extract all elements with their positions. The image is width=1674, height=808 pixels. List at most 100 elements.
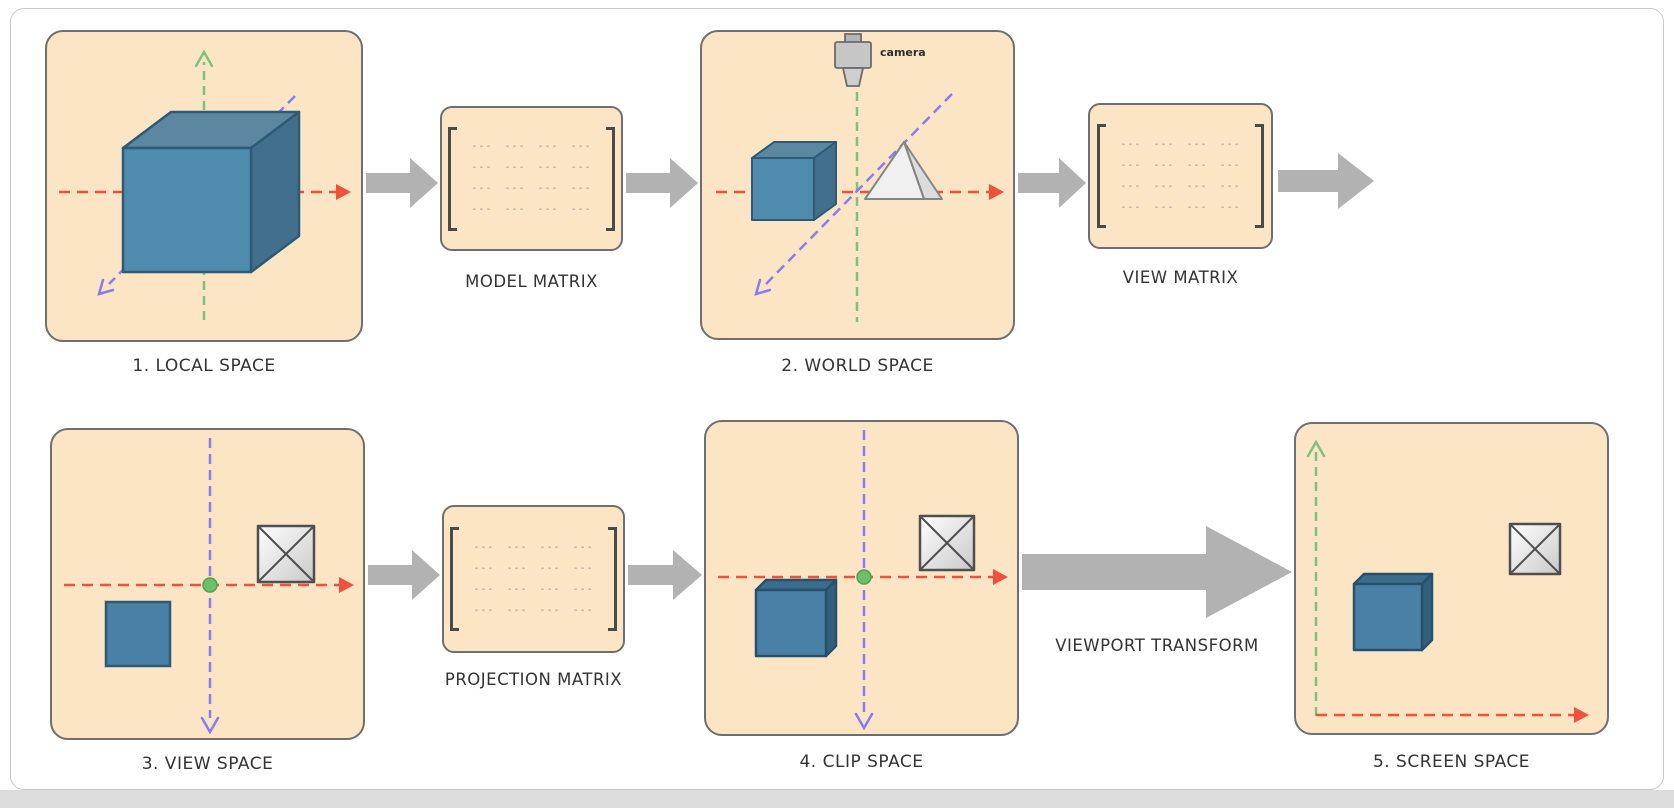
- matrix-cell: ---: [504, 183, 526, 194]
- matrix-cell: ---: [471, 162, 493, 173]
- camera-icon: [834, 33, 872, 87]
- panel-world-space: camera: [700, 30, 1015, 340]
- matrix-cells-view: ----------------------------------------…: [1114, 138, 1246, 213]
- local-space-diagram: [59, 49, 351, 320]
- matrix-label-view: VIEW MATRIX: [1122, 268, 1239, 287]
- matrix-cell: ---: [471, 204, 493, 215]
- square-2d-icon: [104, 600, 172, 668]
- matrix-cell: ---: [570, 204, 592, 215]
- matrix-cell: ---: [473, 541, 495, 553]
- screen-space-diagram: [1306, 439, 1589, 723]
- matrix-cell: ---: [572, 541, 594, 553]
- matrix-cell: ---: [537, 183, 559, 194]
- matrix-cell: ---: [504, 162, 526, 173]
- z-axis: [765, 93, 953, 285]
- cube-3d-icon: [1352, 572, 1434, 652]
- matrix-cell: ---: [471, 183, 493, 194]
- matrix-bracket-left: [1097, 124, 1107, 228]
- y-axis-arrowhead-icon: [194, 49, 214, 68]
- matrix-cell: ---: [537, 141, 559, 152]
- matrix-cell: ---: [539, 604, 561, 616]
- panel-screen-space: [1294, 422, 1609, 735]
- flow-arrow-icon: [366, 156, 438, 210]
- small-cube-icon: [751, 141, 837, 221]
- matrix-cell: ---: [1153, 138, 1175, 150]
- matrix-cell: ---: [506, 541, 528, 553]
- page-bottom-strip: [0, 790, 1674, 808]
- matrix-label-model: MODEL MATRIX: [465, 272, 598, 291]
- matrix-bracket-left: [448, 126, 458, 231]
- matrix-cell: ---: [539, 583, 561, 595]
- matrix-cell: ---: [539, 562, 561, 574]
- panel-label-world-space: 2. WORLD SPACE: [781, 356, 934, 376]
- panel-local-space: [45, 30, 363, 342]
- matrix-bracket-left: [450, 527, 460, 631]
- matrix-cell: ---: [1219, 159, 1241, 171]
- world-space-diagram: camera: [716, 33, 1004, 322]
- crossed-box-icon: [918, 514, 976, 572]
- viewport-transform-label: VIEWPORT TRANSFORM: [1055, 636, 1259, 655]
- crossed-box-icon: [1508, 522, 1562, 576]
- panel-label-clip-space: 4. CLIP SPACE: [799, 752, 924, 772]
- x-axis-arrowhead-icon: [339, 577, 354, 593]
- camera-label: camera: [880, 46, 926, 59]
- matrix-cell: ---: [1153, 180, 1175, 192]
- matrix-cell: ---: [1153, 201, 1175, 213]
- matrix-cell: ---: [570, 183, 592, 194]
- x-axis-arrowhead-icon: [1574, 707, 1589, 723]
- panel-clip-space: [704, 420, 1019, 736]
- matrix-cell: ---: [506, 583, 528, 595]
- matrix-cell: ---: [537, 204, 559, 215]
- view-space-diagram: [64, 438, 354, 735]
- matrix-cell: ---: [1186, 159, 1208, 171]
- matrix-cell: ---: [473, 604, 495, 616]
- y-axis-arrowhead-icon: [1306, 439, 1326, 458]
- matrix-cell: ---: [539, 541, 561, 553]
- panel-label-local-space: 1. LOCAL SPACE: [132, 356, 276, 376]
- matrix-cell: ---: [1120, 180, 1142, 192]
- matrix-cell: ---: [1219, 138, 1241, 150]
- matrix-cell: ---: [506, 604, 528, 616]
- matrix-cell: ---: [506, 562, 528, 574]
- matrix-cell: ---: [1120, 159, 1142, 171]
- z-axis-arrowhead-icon: [854, 712, 874, 731]
- z-axis-arrowhead-icon: [97, 278, 115, 296]
- matrix-cells-model: ----------------------------------------…: [465, 142, 597, 215]
- panel-label-view-space: 3. VIEW SPACE: [141, 754, 274, 774]
- matrix-cell: ---: [1186, 201, 1208, 213]
- matrix-cell: ---: [473, 562, 495, 574]
- matrix-bracket-right: [607, 527, 617, 631]
- matrix-bracket-right: [605, 126, 615, 231]
- origin-dot: [202, 577, 218, 593]
- matrix-cell: ---: [1186, 138, 1208, 150]
- pyramid-icon: [864, 141, 943, 200]
- matrix-box-projection: ----------------------------------------…: [442, 505, 625, 653]
- panel-view-space: [50, 428, 365, 740]
- matrix-cell: ---: [504, 204, 526, 215]
- z-axis-arrowhead-icon: [200, 716, 220, 735]
- matrix-box-view: ----------------------------------------…: [1088, 103, 1273, 249]
- matrix-cell: ---: [572, 583, 594, 595]
- flow-arrow-icon: [628, 548, 702, 602]
- matrix-cell: ---: [537, 162, 559, 173]
- flow-arrow-icon: [1018, 156, 1086, 210]
- crossed-box-icon: [256, 524, 316, 584]
- matrix-cell: ---: [471, 141, 493, 152]
- matrix-cell: ---: [572, 562, 594, 574]
- origin-dot: [856, 569, 872, 585]
- viewport-transform-arrow-icon: [1022, 524, 1292, 620]
- flow-arrow-icon: [368, 548, 440, 602]
- cube-3d-icon: [121, 110, 301, 274]
- cube-3d-icon: [754, 578, 838, 658]
- flow-arrow-icon: [626, 156, 698, 210]
- matrix-cell: ---: [570, 141, 592, 152]
- matrix-cell: ---: [1219, 180, 1241, 192]
- matrix-bracket-right: [1254, 124, 1264, 228]
- matrix-cell: ---: [473, 583, 495, 595]
- matrix-cell: ---: [572, 604, 594, 616]
- matrix-cell: ---: [1120, 138, 1142, 150]
- clip-space-diagram: [718, 430, 1008, 731]
- x-axis-arrowhead-icon: [993, 569, 1008, 585]
- z-axis-arrowhead-icon: [754, 278, 772, 296]
